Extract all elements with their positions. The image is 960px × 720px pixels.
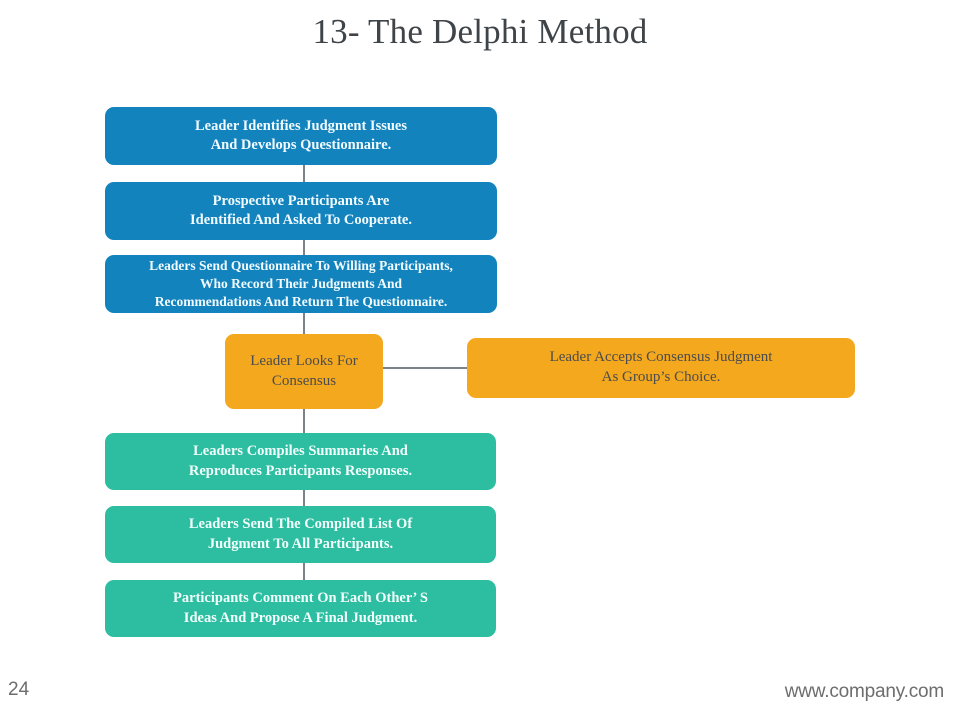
flow-node-label: Leader Looks For Consensus [250,352,358,389]
connector-step3-step4 [303,312,305,335]
connector-step4-step5 [303,408,305,434]
flow-node-label: Participants Comment On Each Other’ S Id… [173,590,428,626]
flow-node-label: Leaders Send Questionnaire To Willing Pa… [149,258,453,309]
flow-node-label: Leader Accepts Consensus Judgment As Gro… [549,349,773,385]
connector-step2-step3 [303,239,305,256]
flow-node-step-7[interactable]: Participants Comment On Each Other’ S Id… [105,580,496,637]
footer-website-url: www.company.com [784,681,944,702]
flow-node-label: Leader Identifies Judgment Issues And De… [194,117,407,153]
slide-page-number: 24 [8,679,30,700]
flow-node-step-1[interactable]: Leader Identifies Judgment Issues And De… [105,107,497,165]
flow-node-step-4-branch[interactable]: Leader Accepts Consensus Judgment As Gro… [467,338,855,398]
connector-step6-step7 [303,562,305,581]
connector-step4-branch [383,367,468,369]
connector-step1-step2 [303,164,305,183]
flow-node-label: Leaders Compiles Summaries And Reproduce… [188,443,413,479]
flow-node-step-5[interactable]: Leaders Compiles Summaries And Reproduce… [105,433,496,490]
page-title: 13- The Delphi Method [312,12,648,51]
flow-node-label: Prospective Participants Are Identified … [190,192,412,228]
flow-node-label: Leaders Send The Compiled List Of Judgme… [188,516,413,552]
flow-node-step-4[interactable]: Leader Looks For Consensus [225,334,383,409]
flow-node-step-6[interactable]: Leaders Send The Compiled List Of Judgme… [105,506,496,563]
connector-step5-step6 [303,489,305,507]
flow-node-step-2[interactable]: Prospective Participants Are Identified … [105,182,497,240]
flow-node-step-3[interactable]: Leaders Send Questionnaire To Willing Pa… [105,255,497,313]
